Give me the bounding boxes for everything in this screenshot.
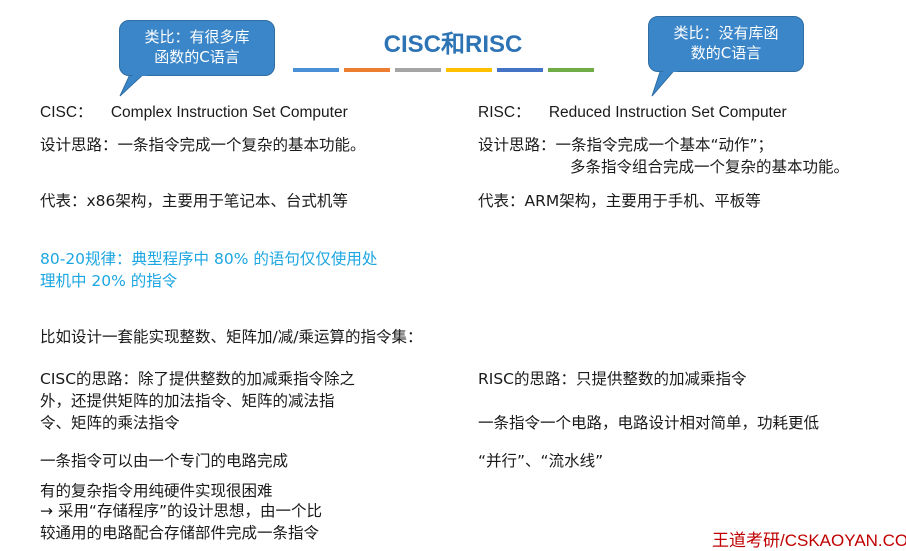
title-underline: [293, 68, 594, 72]
risc-parallel: “并行”、“流水线”: [478, 452, 604, 470]
risc-full-name: Reduced Instruction Set Computer: [548, 104, 787, 121]
cisc-heading: CISC： Complex Instruction Set Computer: [40, 102, 348, 124]
rule-80-20-line1: 80-20规律：典型程序中 80% 的语句仅仅使用处: [40, 250, 378, 268]
callout-right-line2: 数的C语言: [690, 44, 762, 62]
page-title: CISC和RISC: [383, 31, 523, 58]
callout-right: 类比：没有库函 数的C语言: [648, 16, 804, 72]
cisc-idea-line1: CISC的思路：除了提供整数的加减乘指令除之: [40, 370, 356, 388]
risc-design-line2: 多条指令组合完成一个复杂的基本功能。: [570, 158, 850, 176]
underline-segment: [395, 68, 441, 72]
cisc-hardware-line1: 有的复杂指令用纯硬件实现很困难: [40, 482, 273, 500]
risc-representative: 代表：ARM架构，主要用于手机、平板等: [478, 192, 761, 210]
underline-segment: [548, 68, 594, 72]
callout-left-tail: [119, 70, 149, 97]
example-sentence: 比如设计一套能实现整数、矩阵加/减/乘运算的指令集：: [40, 328, 423, 346]
cisc-label: CISC：: [40, 104, 93, 121]
risc-idea: RISC的思路：只提供整数的加减乘指令: [478, 370, 747, 388]
cisc-representative: 代表：x86架构，主要用于笔记本、台式机等: [40, 192, 348, 210]
risc-design-line1: 设计思路：一条指令完成一个基本“动作”；: [478, 136, 774, 154]
underline-segment: [446, 68, 492, 72]
callout-left: 类比：有很多库 函数的C语言: [119, 20, 275, 76]
cisc-circuit: 一条指令可以由一个专门的电路完成: [40, 452, 289, 470]
underline-segment: [344, 68, 390, 72]
cisc-hardware-line3: 较通用的电路配合存储部件完成一条指令: [40, 524, 320, 542]
underline-segment: [293, 68, 339, 72]
callout-right-tail: [651, 66, 679, 97]
risc-heading: RISC： Reduced Instruction Set Computer: [478, 102, 787, 124]
cisc-idea-line3: 令、矩阵的乘法指令: [40, 414, 180, 432]
callout-left-line1: 类比：有很多库: [144, 28, 250, 46]
risc-circuit: 一条指令一个电路，电路设计相对简单，功耗更低: [478, 414, 820, 432]
callout-left-tail-cover: [133, 70, 147, 76]
cisc-full-name: Complex Instruction Set Computer: [110, 104, 348, 121]
rule-80-20-line2: 理机中 20% 的指令: [40, 272, 178, 290]
underline-segment: [497, 68, 543, 72]
brand-logo-text: 王道考研/CSKAOYAN.COM: [712, 531, 906, 550]
callout-right-tail-cover: [663, 66, 677, 72]
cisc-design: 设计思路：一条指令完成一个复杂的基本功能。: [40, 136, 366, 154]
callout-left-line2: 函数的C语言: [154, 48, 240, 66]
callout-right-line1: 类比：没有库函: [673, 24, 779, 42]
cisc-hardware-line2: → 采用“存储程序”的设计思想，由一个比: [40, 502, 322, 520]
cisc-idea-line2: 外，还提供矩阵的加法指令、矩阵的减法指: [40, 392, 335, 410]
risc-label: RISC：: [478, 104, 531, 121]
